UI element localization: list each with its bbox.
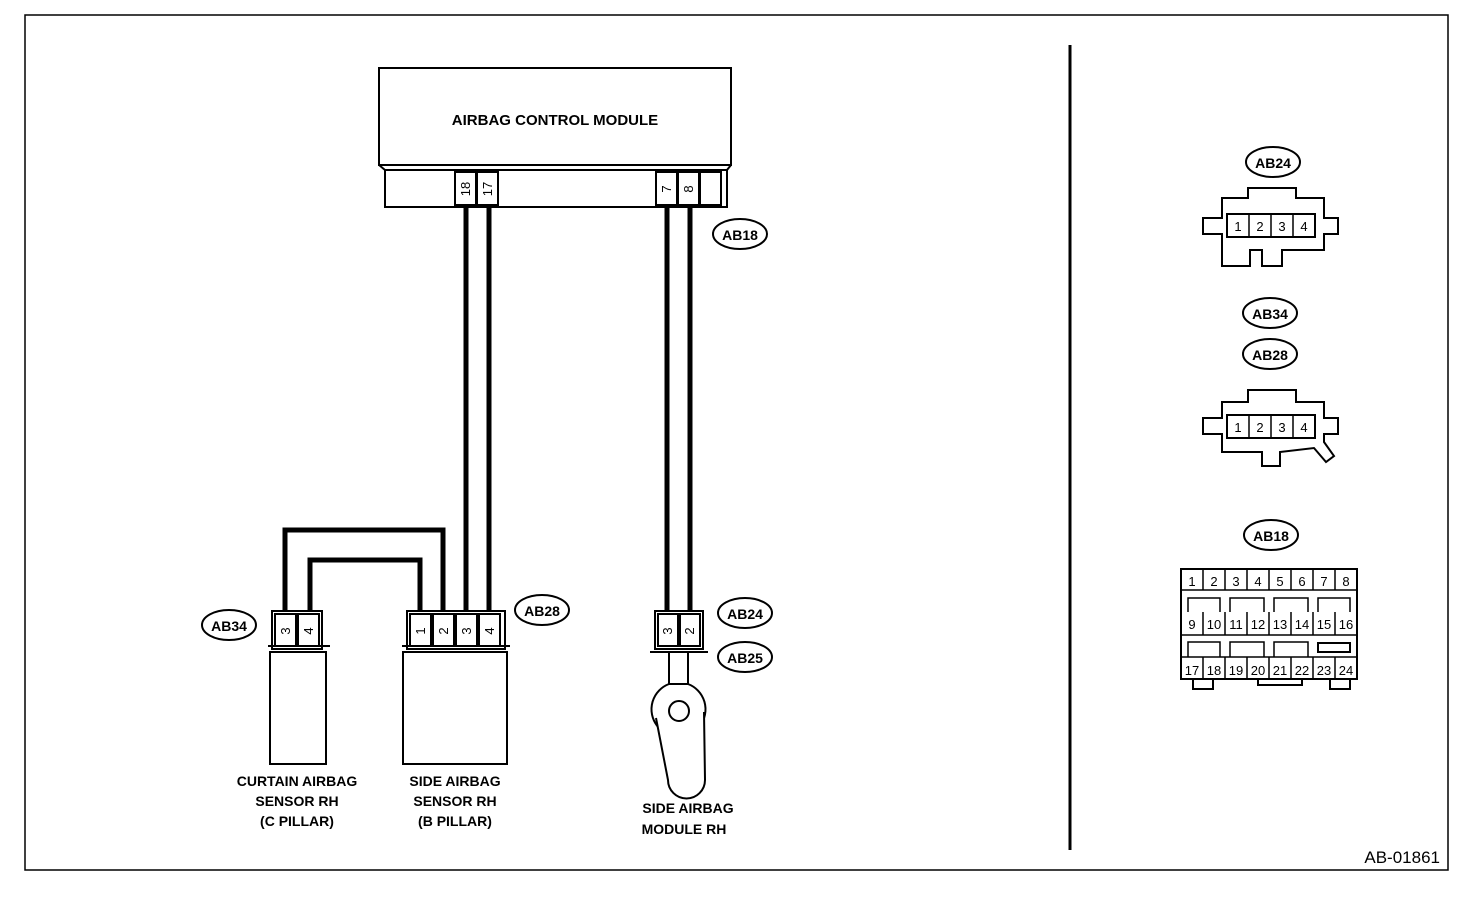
ab18-pin-4: 4 [1254,574,1261,589]
ab18-pin-18: 18 [1207,663,1221,678]
svg-text:AB25: AB25 [727,650,763,666]
ab18-pin-17: 17 [1185,663,1199,678]
wire-1-to-curtain-4 [307,557,423,612]
ecm-pin-18-label: 18 [458,182,473,196]
ab18-pin-8: 8 [1342,574,1349,589]
control-module-title: AIRBAG CONTROL MODULE [452,112,658,129]
svg-text:AB18: AB18 [722,227,758,243]
svg-text:AB34: AB34 [211,618,247,634]
tag-ab25-main: AB25 [717,641,773,673]
svg-text:AB24: AB24 [1255,155,1291,171]
ab18-pin-11: 11 [1229,617,1243,632]
svg-text:3: 3 [660,627,675,634]
tag-ab24-main: AB24 [717,597,773,629]
svg-text:3: 3 [1278,420,1285,435]
svg-text:3: 3 [459,627,474,634]
svg-text:SIDE AIRBAG: SIDE AIRBAG [409,773,500,789]
ab18-pin-1: 1 [1188,574,1195,589]
svg-text:4: 4 [482,627,497,634]
ab18-pin-16: 16 [1339,617,1353,632]
tag-ab34-main: AB34 [201,609,257,641]
harness-wires [282,205,693,612]
tag-ab28-main: AB28 [514,594,570,626]
ab18-pin-19: 19 [1229,663,1243,678]
side-sensor-body [402,651,508,765]
drawing-code: AB-01861 [1364,848,1440,867]
ecm-pin-17-label: 17 [480,182,495,196]
svg-text:2: 2 [682,627,697,634]
svg-text:2: 2 [1256,219,1263,234]
svg-text:AB24: AB24 [727,606,763,622]
ab18-pin-9: 9 [1188,617,1195,632]
curtain-sensor-body [269,651,327,765]
side-module-bolt [668,700,690,722]
ab18-pin-14: 14 [1295,617,1309,632]
svg-text:AB28: AB28 [1252,347,1288,363]
svg-text:AB34: AB34 [1252,306,1288,322]
ab18-pin-12: 12 [1251,617,1265,632]
svg-text:(C PILLAR): (C PILLAR) [260,813,334,829]
side-airbag-sensor: 1 2 3 4 SIDE AIRBAG SENSOR RH (B PILLAR) [402,610,510,829]
ab18-pin-21: 21 [1273,663,1287,678]
ab18-pin-5: 5 [1276,574,1283,589]
ab18-pin-3: 3 [1232,574,1239,589]
ab18-pin-20: 20 [1251,663,1265,678]
svg-text:2: 2 [1256,420,1263,435]
ecm-pin-8-label: 8 [681,185,696,192]
control-module-body [378,67,732,166]
curtain-airbag-sensor: 3 4 CURTAIN AIRBAG SENSOR RH (C PILLAR) [237,610,358,829]
wire-2-to-curtain-3 [282,527,446,612]
svg-text:SENSOR RH: SENSOR RH [413,793,496,809]
ab18-pin-7: 7 [1320,574,1327,589]
svg-text:4: 4 [1300,219,1307,234]
ecm-pin-blank [699,171,722,206]
ab18-pin-23: 23 [1317,663,1331,678]
airbag-control-module: AIRBAG CONTROL MODULE 18 17 7 8 [378,67,732,208]
svg-text:1: 1 [413,627,428,634]
connector-view-ab34-ab28: AB34 AB28 1 2 3 4 [1202,297,1339,467]
ab18-pin-15: 15 [1317,617,1331,632]
side-airbag-module: 3 2 SIDE AIRBAG MODULE RH [642,610,734,837]
svg-text:4: 4 [301,627,316,634]
svg-text:3: 3 [1278,219,1285,234]
diagram-frame [24,14,1449,871]
svg-text:3: 3 [278,627,293,634]
svg-text:2: 2 [436,627,451,634]
ab18-pin-10: 10 [1207,617,1221,632]
svg-text:SIDE AIRBAG: SIDE AIRBAG [642,800,733,816]
ab18-pin-24: 24 [1339,663,1353,678]
ab18-pin-6: 6 [1298,574,1305,589]
ab18-pin-2: 2 [1210,574,1217,589]
connector-view-ab24: AB24 1 2 3 4 [1202,146,1339,267]
svg-text:MODULE RH: MODULE RH [642,821,727,837]
svg-text:4: 4 [1300,420,1307,435]
tag-ab18-main: AB18 [712,218,768,250]
svg-text:SENSOR RH: SENSOR RH [255,793,338,809]
svg-text:AB18: AB18 [1253,528,1289,544]
ecm-pin-7-label: 7 [659,185,674,192]
svg-text:CURTAIN AIRBAG: CURTAIN AIRBAG [237,773,358,789]
svg-text:1: 1 [1234,219,1241,234]
ab18-pin-22: 22 [1295,663,1309,678]
svg-text:(B PILLAR): (B PILLAR) [418,813,492,829]
side-module-bag [655,711,707,800]
svg-text:AB28: AB28 [524,603,560,619]
svg-text:1: 1 [1234,420,1241,435]
ab18-pin-13: 13 [1273,617,1287,632]
